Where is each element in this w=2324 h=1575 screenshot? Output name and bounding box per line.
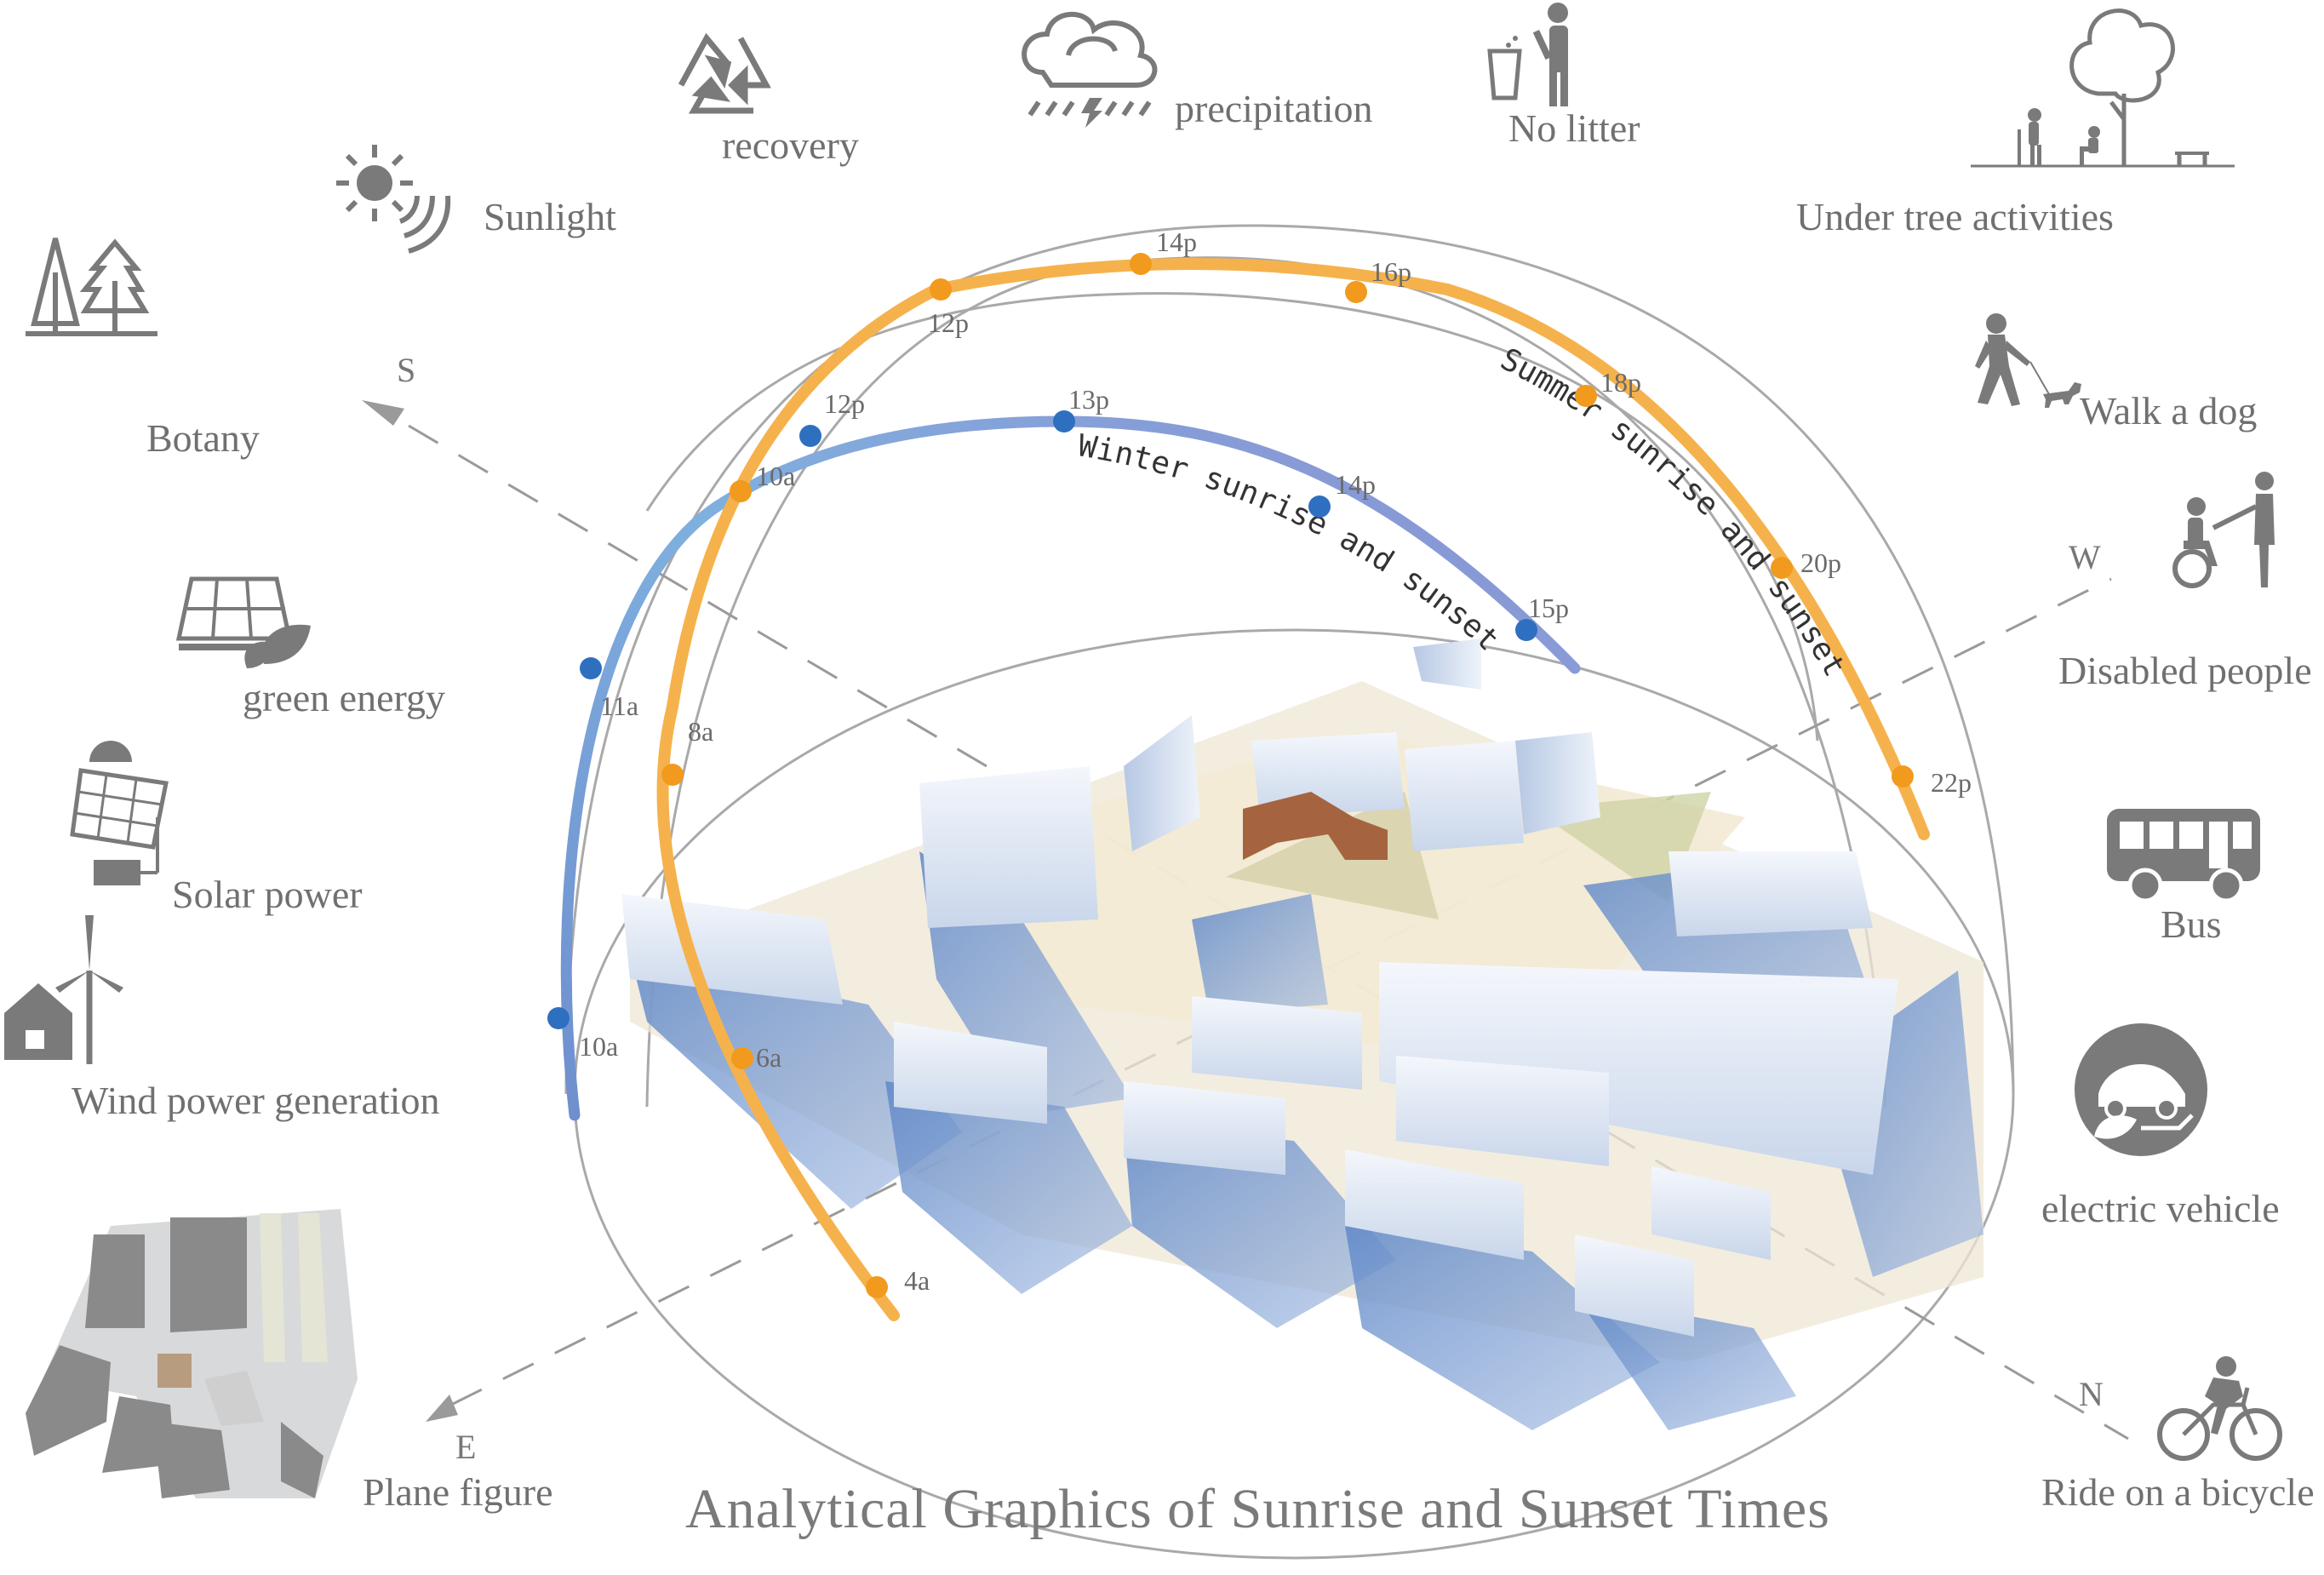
summer-arc-label: Summer sunrise and sunset [1495, 341, 1852, 682]
winter-time-label: 12p [824, 388, 865, 419]
label-bus: Bus [2161, 902, 2222, 946]
summer-time-label: 18p [1600, 367, 1641, 398]
summer-time-label: 4a [904, 1265, 930, 1296]
summer-time-dot [930, 278, 952, 301]
summer-time-label: 6a [756, 1042, 781, 1073]
label-no-litter: No litter [1508, 106, 1640, 150]
winter-time-label: 11a [600, 690, 638, 721]
label-recovery: recovery [722, 123, 859, 167]
label-electric: electric vehicle [2041, 1187, 2280, 1230]
direction-w: W [2069, 538, 2101, 576]
disabled-person-icon [2172, 472, 2275, 588]
sunlight-icon [336, 145, 451, 254]
building-b [919, 766, 1098, 928]
electric-vehicle-icon [2075, 1023, 2207, 1156]
bicycle-icon [2157, 1356, 2282, 1461]
building-j [1124, 1081, 1285, 1175]
building-c [1124, 715, 1200, 851]
label-precipitation: precipitation [1175, 87, 1373, 130]
label-bicycle: Ride on a bicycle [2041, 1470, 2315, 1514]
building-l [1396, 1056, 1609, 1166]
label-plane: Plane figure [363, 1470, 553, 1514]
winter-time-label: 14p [1335, 469, 1376, 500]
building-heritage [1243, 792, 1388, 860]
tree-activity-icon [1971, 9, 2235, 168]
building-e [1405, 741, 1524, 851]
label-walk-dog: Walk a dog [2080, 389, 2258, 432]
summer-time-dot [1771, 557, 1793, 579]
summer-time-dot [1130, 253, 1152, 275]
direction-e: E [455, 1428, 477, 1466]
winter-time-dot [580, 657, 602, 679]
summer-time-dot [661, 764, 684, 786]
winter-time-dot [1308, 495, 1331, 518]
summer-time-label: 14p [1156, 226, 1197, 257]
direction-s: S [397, 351, 416, 389]
summer-time-dot [1892, 765, 1914, 788]
building-f [1515, 732, 1600, 834]
label-disabled: Disabled people [2058, 649, 2312, 692]
building-i [894, 1022, 1047, 1124]
label-wind: Wind power generation [72, 1079, 440, 1122]
wind-power-icon [4, 915, 123, 1064]
recycle-icon [678, 32, 771, 114]
sphere-outline [564, 224, 2015, 1560]
winter-time-dot [547, 1007, 570, 1029]
building-n [1651, 1166, 1771, 1260]
summer-time-dot [1345, 281, 1367, 303]
site-plan-thumbnail [26, 1209, 358, 1498]
summer-time-dot [730, 480, 752, 502]
label-sunlight: Sunlight [484, 195, 616, 238]
summer-time-label: 22p [1931, 767, 1972, 798]
summer-time-label: 8a [688, 716, 713, 747]
building-m [1345, 1149, 1524, 1260]
winter-time-label: 15p [1528, 593, 1569, 623]
trees-icon [26, 238, 157, 336]
rain-cloud-icon [1022, 11, 1158, 128]
building-g [1379, 962, 1898, 1175]
direction-n: N [2079, 1375, 2104, 1413]
winter-time-dot [1053, 410, 1075, 432]
summer-time-dot [866, 1276, 888, 1298]
winter-time-dot [1515, 619, 1537, 641]
summer-time-label: 16p [1371, 256, 1411, 287]
summer-time-label: 12p [928, 307, 969, 338]
building-h [1669, 851, 1873, 936]
building-d [1251, 732, 1405, 817]
diagram-title: Analytical Graphics of Sunrise and Sunse… [685, 1478, 1830, 1540]
building-p [1413, 639, 1481, 690]
winter-time-label: 10a [579, 1031, 618, 1062]
winter-arc [560, 415, 1581, 1121]
label-green-energy: green energy [243, 676, 445, 719]
green-energy-icon [175, 576, 311, 668]
summer-time-marks: 4a 6a 8a 10a 12p 14p 16p 18p 20p 22p [661, 226, 1972, 1298]
label-solar: Solar power [172, 873, 363, 916]
summer-time-label: 20p [1800, 547, 1841, 578]
label-botany: Botany [146, 416, 260, 460]
summer-time-label: 10a [756, 461, 795, 491]
buildings [621, 639, 1898, 1337]
solar-power-icon [70, 741, 169, 885]
axis-arrows [362, 400, 458, 1422]
label-under-tree: Under tree activities [1796, 195, 2114, 238]
winter-time-label: 13p [1068, 384, 1109, 415]
no-litter-icon [1487, 3, 1568, 106]
summer-time-dot [731, 1047, 753, 1069]
winter-time-dot [799, 425, 821, 447]
winter-time-marks: 10a 11a 12p 13p 14p 15p [547, 384, 1569, 1062]
summer-time-dot [1575, 385, 1597, 407]
building-k [1192, 996, 1362, 1090]
bus-icon [2107, 809, 2260, 903]
walk-dog-icon [1975, 313, 2081, 408]
building-o [1575, 1234, 1694, 1337]
